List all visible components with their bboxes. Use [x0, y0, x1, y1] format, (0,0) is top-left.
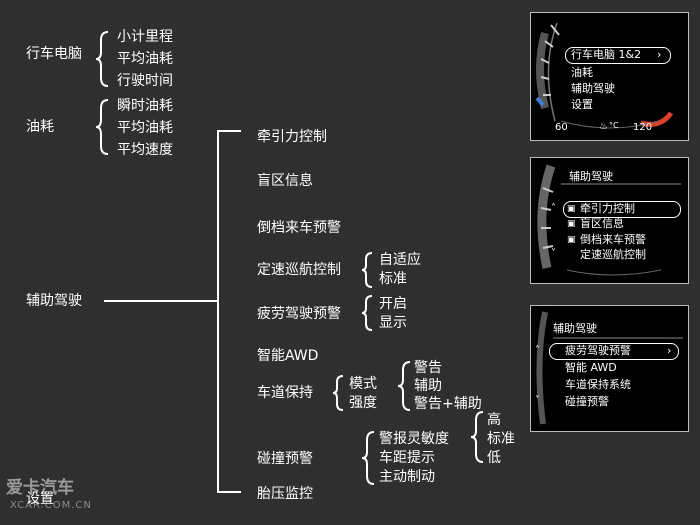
tire-connector [217, 491, 241, 493]
cluster-screen-assist-menu-1: 辅助驾驶 ˄ ▣ 牵引力控制 ▣ 盲区信息 ▣ 倒档来车预警 ˅ 定速巡航控制 [530, 157, 689, 284]
chevron-up-icon: ˄ [551, 203, 556, 214]
menu-item-cruise[interactable]: 定速巡航控制 [580, 248, 646, 261]
gauge-arc [536, 311, 683, 425]
cruise-opt-standard: 标准 [379, 271, 407, 287]
cruise-opt-adaptive: 自适应 [379, 252, 421, 268]
fuel-item-2: 平均油耗 [117, 120, 173, 136]
lane-keep: 车道保持 [257, 385, 313, 401]
menu-item-collision[interactable]: 碰撞预警 [565, 395, 609, 408]
sensitivity-standard: 标准 [487, 431, 515, 447]
screen-title: 辅助驾驶 [569, 170, 613, 183]
gauge-arc [537, 164, 681, 276]
menu-item-trip[interactable]: 行车电脑 1&2 [571, 48, 642, 61]
sensitivity-brace [470, 411, 484, 463]
chevron-down-icon: ˅ [551, 248, 556, 259]
fuel-label: 油耗 [26, 119, 54, 135]
lane-keep-brace [332, 375, 344, 411]
menu-item-traction[interactable]: 牵引力控制 [580, 202, 635, 215]
checkbox-icon[interactable]: ▣ [567, 235, 576, 245]
lane-mode-brace [397, 361, 411, 411]
smart-awd: 智能AWD [257, 348, 319, 364]
watermark-logo: 爱卡汽车 [6, 478, 74, 498]
collision-warning: 碰撞预警 [257, 451, 313, 467]
menu-selection-box [563, 201, 681, 218]
checkbox-icon[interactable]: ▣ [567, 219, 576, 229]
lane-mode-warn: 警告 [414, 360, 442, 376]
settings-label: 设置 [26, 491, 54, 507]
collision-auto-brake: 主动制动 [379, 469, 435, 485]
rear-cross-traffic: 倒档来车预警 [257, 220, 341, 236]
collision-sensitivity: 警报灵敏度 [379, 431, 449, 447]
fuel-item-3: 平均速度 [117, 142, 173, 158]
trip-computer-brace [95, 31, 109, 87]
trip-item-2: 平均油耗 [117, 51, 173, 67]
lane-keep-strength: 强度 [349, 395, 377, 411]
screen-title: 辅助驾驶 [553, 322, 597, 335]
cruise-control: 定速巡航控制 [257, 262, 341, 278]
trip-item-3: 行驶时间 [117, 73, 173, 89]
sensitivity-high: 高 [487, 412, 501, 428]
trip-item-1: 小计里程 [117, 29, 173, 45]
chevron-right-icon: › [667, 344, 672, 357]
menu-item-settings[interactable]: 设置 [571, 98, 593, 111]
fatigue-opt-on: 开启 [379, 296, 407, 312]
fuel-item-1: 瞬时油耗 [117, 98, 173, 114]
coolant-icon: ♨ [599, 121, 608, 132]
watermark-url: XCAR.COM.CN [10, 500, 92, 511]
blind-spot-info: 盲区信息 [257, 173, 313, 189]
chevron-down-icon: ˅ [535, 395, 540, 406]
fatigue-opt-display: 显示 [379, 315, 407, 331]
menu-item-blind-spot[interactable]: 盲区信息 [580, 217, 624, 230]
driver-assist-label: 辅助驾驶 [26, 293, 82, 309]
lane-keep-mode: 模式 [349, 376, 377, 392]
chevron-right-icon: › [657, 48, 662, 61]
trip-computer-label: 行车电脑 [26, 46, 82, 62]
fatigue-warning: 疲劳驾驶预警 [257, 306, 341, 322]
menu-item-rear-cross[interactable]: 倒档来车预警 [580, 233, 646, 246]
menu-item-awd[interactable]: 智能 AWD [565, 361, 617, 374]
menu-selection-box [549, 343, 679, 360]
gauge-arc [535, 22, 674, 129]
fatigue-brace [361, 295, 373, 331]
cluster-screen-main-menu: 行车电脑 1&2 › 油耗 辅助驾驶 设置 60 ♨ °C 120 [530, 12, 689, 141]
traction-control: 牵引力控制 [257, 129, 327, 145]
tire-pressure: 胎压监控 [257, 486, 313, 502]
lane-mode-warn-assist: 警告+辅助 [414, 396, 482, 412]
menu-item-fuel[interactable]: 油耗 [571, 66, 593, 79]
menu-selection-box [565, 47, 671, 64]
checkbox-icon[interactable]: ▣ [567, 204, 576, 214]
lane-mode-assist: 辅助 [414, 378, 442, 394]
fuel-brace [95, 99, 109, 155]
menu-item-assist[interactable]: 辅助驾驶 [571, 82, 615, 95]
menu-item-fatigue[interactable]: 疲劳驾驶预警 [565, 344, 631, 357]
chevron-up-icon: ˄ [535, 345, 540, 356]
gauge-right-value: 120 [633, 122, 653, 133]
assist-connector-v [217, 130, 219, 492]
menu-item-lane-keep[interactable]: 车道保持系统 [565, 378, 631, 391]
sensitivity-low: 低 [487, 450, 501, 466]
cruise-brace [361, 252, 373, 288]
assist-connector-h [104, 300, 218, 302]
gauge-left-value: 60 [555, 122, 568, 133]
collision-distance: 车距提示 [379, 450, 435, 466]
cluster-screen-assist-menu-2: 辅助驾驶 ˄ 疲劳驾驶预警 › 智能 AWD 车道保持系统 ˅ 碰撞预警 [530, 305, 689, 432]
traction-connector [217, 130, 241, 132]
gauge-unit: °C [609, 121, 619, 130]
collision-brace [361, 431, 375, 485]
